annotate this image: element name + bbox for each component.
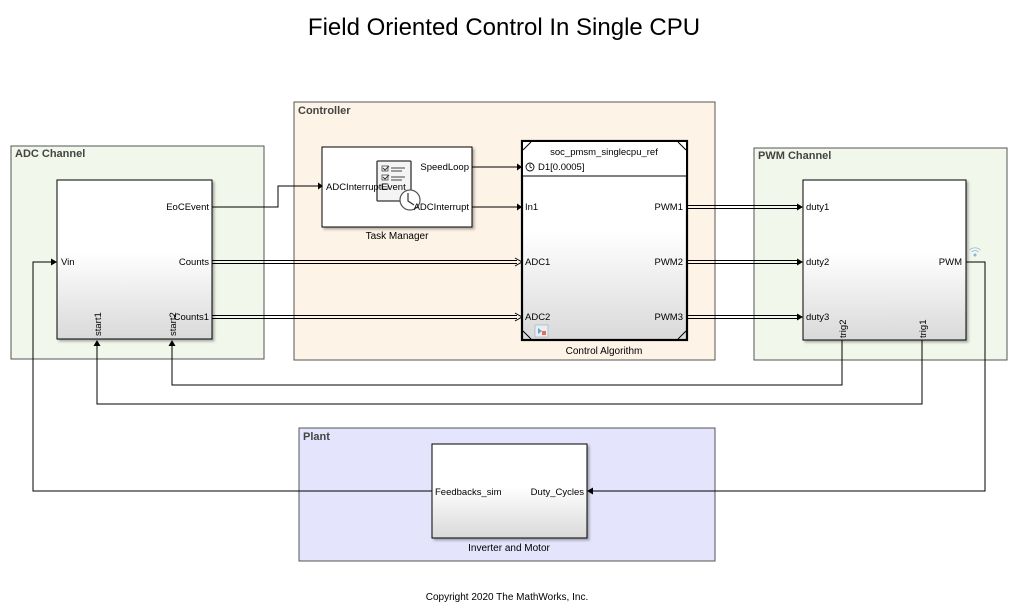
wire-counts[interactable] bbox=[212, 257, 524, 267]
wire-counts1[interactable] bbox=[212, 312, 524, 322]
rate-label: D1[0.0005] bbox=[538, 162, 584, 173]
pwm-port-trig1: trig1 bbox=[918, 320, 929, 338]
plant-label: Plant bbox=[303, 431, 330, 443]
pwm-channel-label: PWM Channel bbox=[758, 150, 831, 162]
task-manager-port-adcinterruptevent: ADCInterruptEvent bbox=[326, 182, 406, 193]
adc-port-start1: start1 bbox=[93, 312, 104, 336]
wire-eocevent[interactable] bbox=[212, 185, 318, 208]
control-port-pwm3: PWM3 bbox=[655, 312, 684, 323]
adc-channel-label: ADC Channel bbox=[15, 148, 85, 160]
control-port-adc1: ADC1 bbox=[525, 257, 550, 268]
adc-port-counts1: Counts1 bbox=[174, 312, 209, 323]
adc-port-counts: Counts bbox=[179, 257, 209, 268]
arrow-head bbox=[517, 203, 522, 211]
wire-trig1[interactable] bbox=[96, 340, 923, 405]
inverter-motor-block[interactable]: Feedbacks_sim Duty_Cycles Inverter and M… bbox=[431, 443, 588, 554]
adc-block[interactable]: Vin EoCEvent Counts Counts1 start1 start… bbox=[56, 179, 213, 340]
rate-clock-icon bbox=[525, 162, 535, 172]
task-manager-caption: Task Manager bbox=[366, 231, 429, 242]
arrow-head bbox=[587, 487, 593, 495]
task-manager-block[interactable]: ADCInterruptEvent SpeedLoop ADCInterrupt… bbox=[321, 146, 473, 242]
plant-port-feedbacks-sim: Feedbacks_sim bbox=[435, 487, 502, 498]
control-algorithm-block[interactable]: soc_pmsm_singlecpu_ref D1[0.0005] In1 AD… bbox=[520, 139, 689, 357]
control-port-pwm2: PWM2 bbox=[655, 257, 684, 268]
control-port-pwm1: PWM1 bbox=[655, 202, 684, 213]
wireless-signal-icon bbox=[969, 247, 981, 257]
wire-pwm1[interactable] bbox=[687, 203, 803, 211]
pwm-port-duty2: duty2 bbox=[806, 257, 829, 268]
adc-port-vin: Vin bbox=[61, 257, 75, 268]
signal-lines bbox=[32, 163, 986, 495]
task-manager-port-adcinterrupt: ADCInterrupt bbox=[414, 202, 470, 213]
task-manager-port-speedloop: SpeedLoop bbox=[420, 162, 469, 173]
wire-feedbacks[interactable] bbox=[32, 261, 432, 492]
wire-pwm2[interactable] bbox=[687, 258, 803, 266]
wire-pwm-out[interactable] bbox=[593, 261, 986, 492]
pwm-port-duty3: duty3 bbox=[806, 312, 829, 323]
diagram-title: Field Oriented Control In Single CPU bbox=[308, 14, 700, 41]
pwm-port-duty1: duty1 bbox=[806, 202, 829, 213]
inverter-motor-caption: Inverter and Motor bbox=[468, 543, 550, 554]
adc-port-start2: start2 bbox=[168, 312, 179, 336]
control-algorithm-caption: Control Algorithm bbox=[566, 346, 643, 357]
model-reference-name: soc_pmsm_singlecpu_ref bbox=[550, 147, 658, 158]
wire-trig2[interactable] bbox=[171, 340, 843, 386]
pwm-port-pwm: PWM bbox=[939, 257, 962, 268]
controller-label: Controller bbox=[298, 105, 351, 117]
arrow-head bbox=[517, 163, 522, 171]
arrow-head bbox=[318, 182, 323, 190]
arrow-head bbox=[93, 340, 101, 346]
control-port-in1: In1 bbox=[525, 202, 538, 213]
adc-port-eocevent: EoCEvent bbox=[166, 202, 209, 213]
plant-port-duty-cycles: Duty_Cycles bbox=[531, 487, 585, 498]
task-clock-icon bbox=[376, 160, 421, 211]
model-reference-icon[interactable] bbox=[534, 324, 549, 338]
pwm-port-trig2: trig2 bbox=[838, 320, 849, 338]
control-port-adc2: ADC2 bbox=[525, 312, 550, 323]
arrow-head bbox=[51, 258, 57, 266]
arrow-head bbox=[168, 340, 176, 346]
copyright-text: Copyright 2020 The MathWorks, Inc. bbox=[426, 592, 589, 603]
wire-pwm3[interactable] bbox=[687, 313, 803, 321]
pwm-block[interactable]: duty1 duty2 duty3 PWM trig2 trig1 bbox=[802, 179, 981, 341]
